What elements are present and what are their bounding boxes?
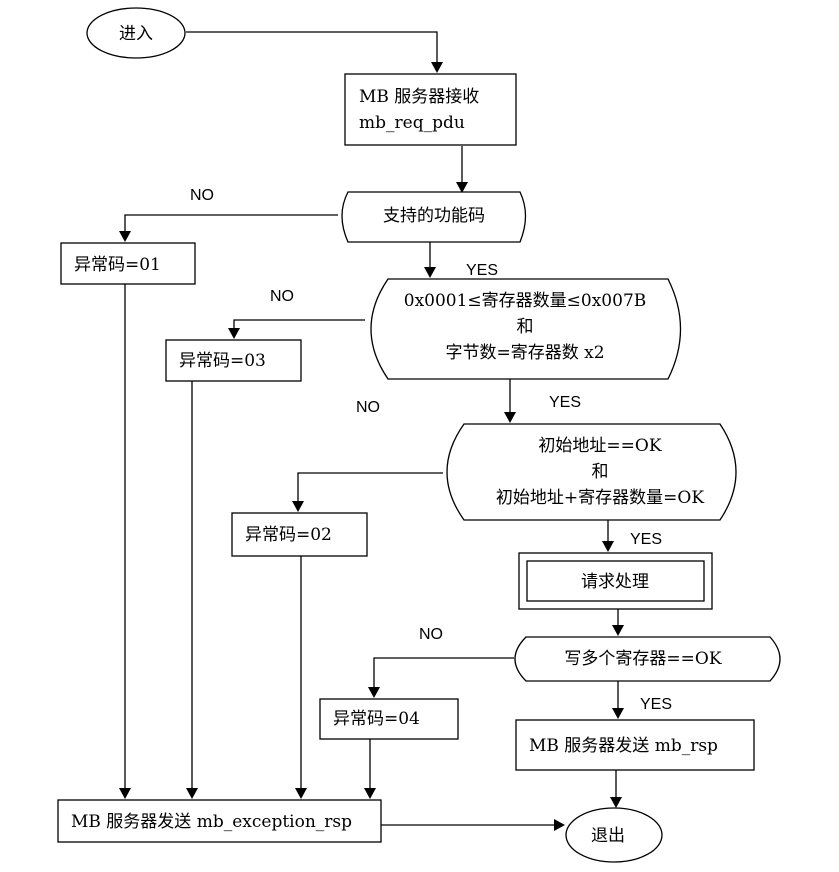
send-response-label: MB 服务器发送 mb_rsp <box>529 736 718 756</box>
branch-labels: NO YES NO YES NO YES NO YES <box>190 187 672 713</box>
enter-node: 进入 <box>86 7 186 59</box>
exception-03-label: 异常码=03 <box>179 351 266 371</box>
send-response-node: MB 服务器发送 mb_rsp <box>515 719 755 771</box>
exception-03-node: 异常码=03 <box>165 339 302 382</box>
write-label: 写多个寄存器==OK <box>564 649 721 669</box>
quantity-label-line2: 和 <box>517 317 534 337</box>
exception-01-node: 异常码=01 <box>60 242 196 285</box>
no-function-code-label: NO <box>190 187 214 204</box>
receive-label-line1: MB 服务器接收 <box>359 87 479 107</box>
send-exception-node: MB 服务器发送 mb_exception_rsp <box>57 799 382 843</box>
address-label-line1: 初始地址==OK <box>538 436 661 456</box>
exception-04-label: 异常码=04 <box>333 709 420 729</box>
exception-04-node: 异常码=04 <box>319 698 459 740</box>
address-label-line3: 初始地址+寄存器数量=OK <box>496 488 704 508</box>
write-decision: 写多个寄存器==OK <box>514 636 781 682</box>
quantity-label-line1: 0x0001≤寄存器数量≤0x007B <box>404 291 647 311</box>
no-write-label: NO <box>419 626 443 643</box>
yes-quantity-label: YES <box>549 394 581 411</box>
yes-function-code-label: YES <box>466 262 498 279</box>
function-code-label: 支持的功能码 <box>383 206 485 226</box>
process-request-label: 请求处理 <box>581 572 649 592</box>
address-decision: 初始地址==OK 和 初始地址+寄存器数量=OK <box>446 423 737 521</box>
exception-01-label: 异常码=01 <box>74 255 161 275</box>
yes-write-label: YES <box>640 696 672 713</box>
yes-address-label: YES <box>630 531 662 548</box>
receive-node: MB 服务器接收 mb_req_pdu <box>344 73 517 146</box>
exception-02-node: 异常码=02 <box>231 512 368 557</box>
no-address-label: NO <box>356 399 380 416</box>
exception-02-label: 异常码=02 <box>245 525 332 545</box>
process-request-node: 请求处理 <box>518 552 713 610</box>
function-code-decision: 支持的功能码 <box>341 191 527 243</box>
quantity-label-line3: 字节数=寄存器数 x2 <box>445 343 604 363</box>
exit-label: 退出 <box>591 826 625 846</box>
exit-node: 退出 <box>565 807 663 863</box>
enter-label: 进入 <box>119 24 153 44</box>
no-quantity-label: NO <box>270 288 294 305</box>
quantity-decision: 0x0001≤寄存器数量≤0x007B 和 字节数=寄存器数 x2 <box>370 278 682 380</box>
address-label-line2: 和 <box>592 462 609 482</box>
receive-label-line2: mb_req_pdu <box>359 113 465 133</box>
send-exception-label: MB 服务器发送 mb_exception_rsp <box>71 812 352 832</box>
connectors <box>119 31 624 831</box>
